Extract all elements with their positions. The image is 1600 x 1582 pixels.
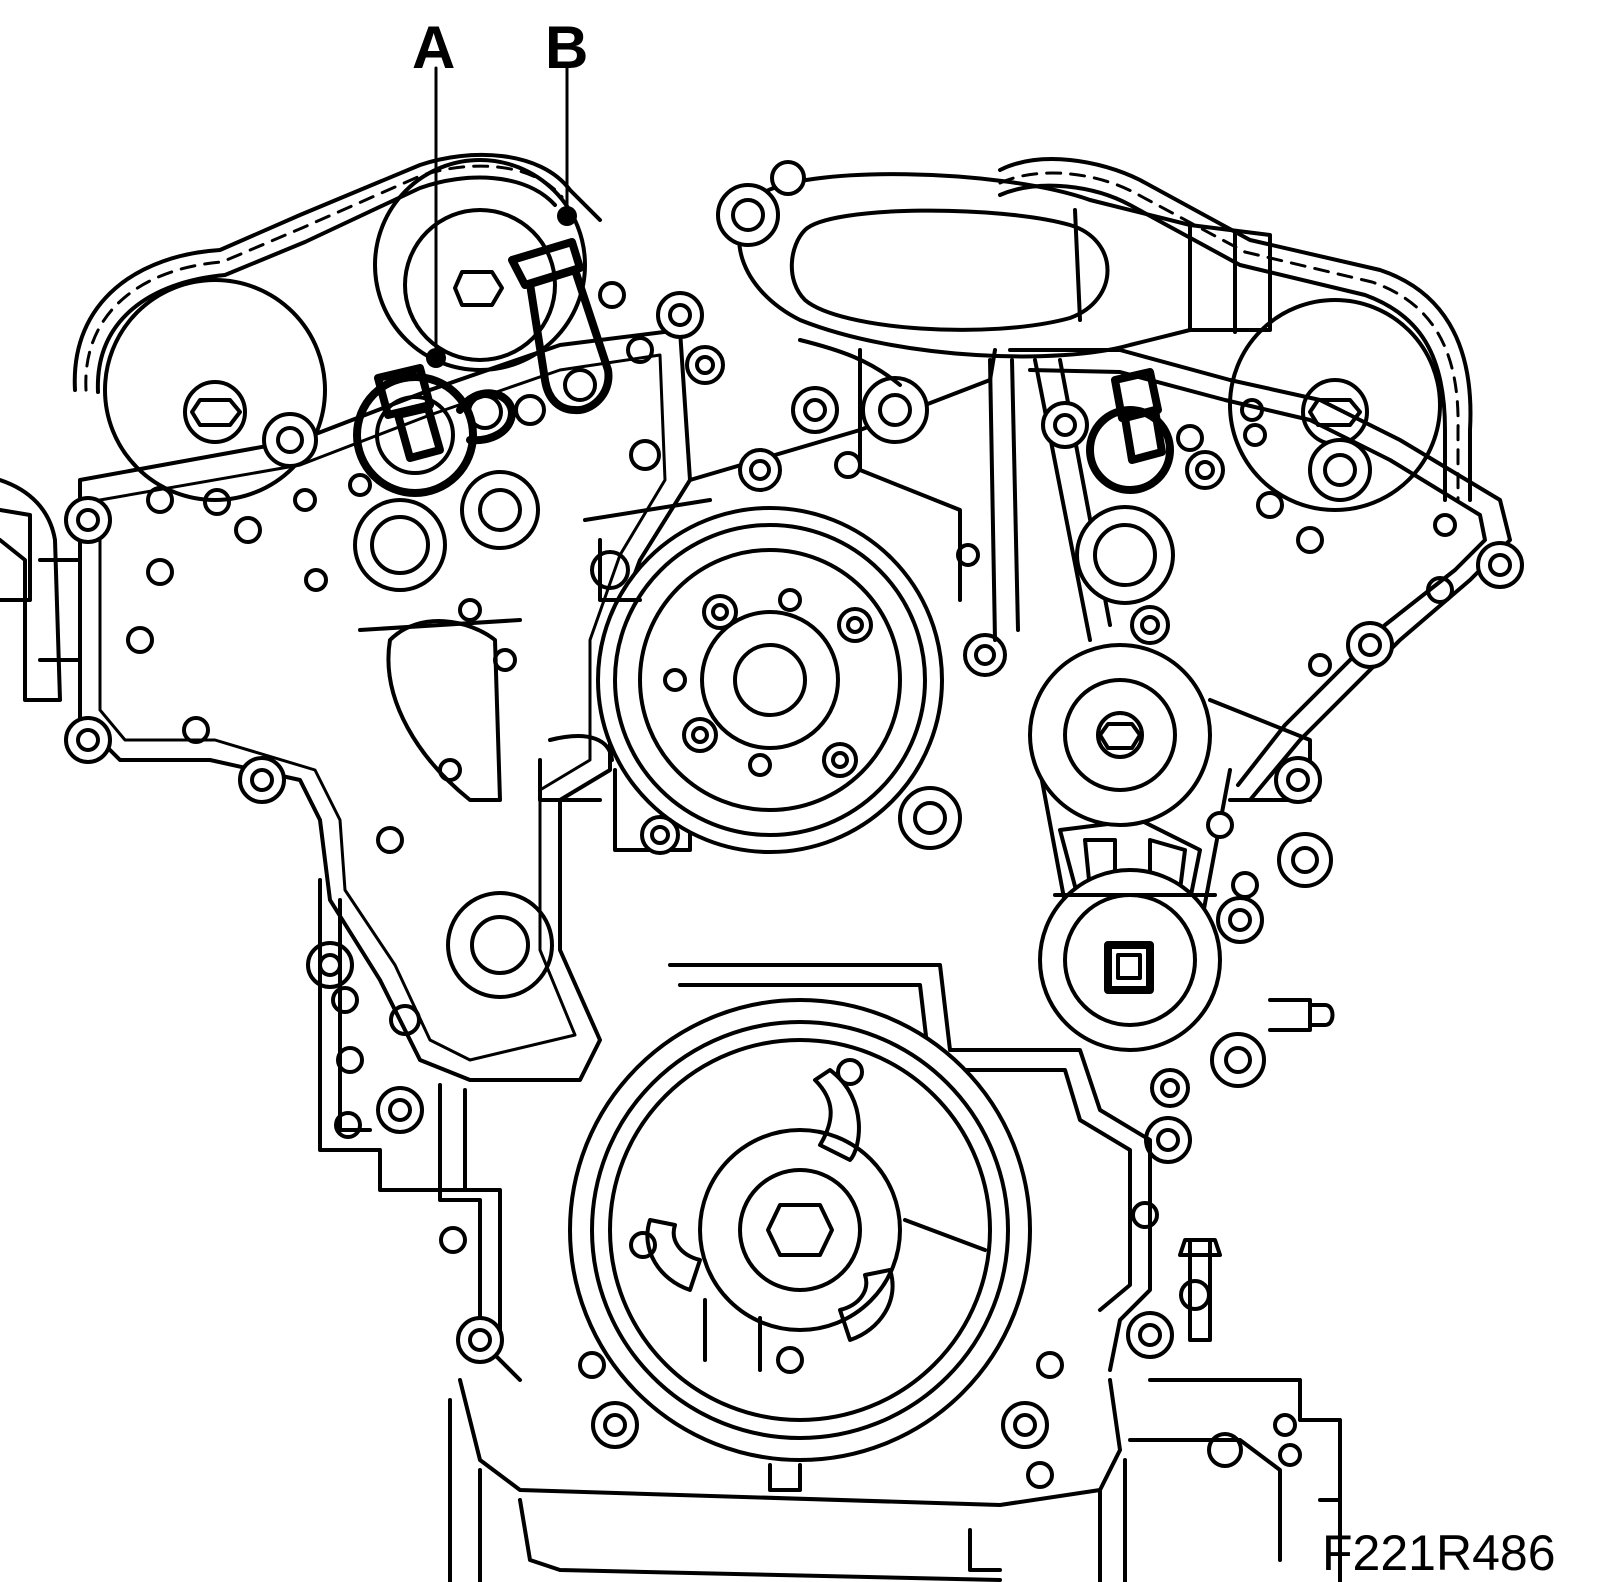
left-cam-sprocket	[103, 278, 327, 502]
right-timing-chain	[998, 157, 1473, 502]
callout-b-label: B	[545, 14, 588, 81]
water-pump-pulley	[596, 506, 962, 855]
callout-b: B	[545, 14, 588, 226]
lower-timing-cover	[438, 963, 1302, 1489]
upper-idler-sprocket	[373, 158, 587, 372]
belt-tensioner	[1028, 643, 1333, 932]
left-cam-phaser	[353, 373, 516, 497]
left-timing-chain	[72, 152, 602, 394]
crankshaft-pulley	[568, 998, 1032, 1462]
camshaft-position-sensor-b	[508, 238, 613, 415]
coolant-crossover-pipe	[716, 160, 1272, 359]
lower-idler-pulley	[1038, 868, 1335, 1164]
left-mount-bracket	[0, 478, 82, 702]
callout-a: A	[412, 14, 455, 368]
camshaft-position-sensor-a	[374, 364, 444, 462]
left-lower-cover	[306, 758, 554, 1192]
figure-code: F221R486	[1322, 1525, 1556, 1581]
center-frame	[538, 338, 1020, 802]
left-cover-bolts	[64, 281, 725, 804]
right-timing-cover	[1008, 348, 1524, 802]
crank-sensor-bracket	[1128, 1238, 1342, 1582]
oil-pan	[448, 1378, 1127, 1582]
callout-a-label: A	[412, 14, 455, 81]
